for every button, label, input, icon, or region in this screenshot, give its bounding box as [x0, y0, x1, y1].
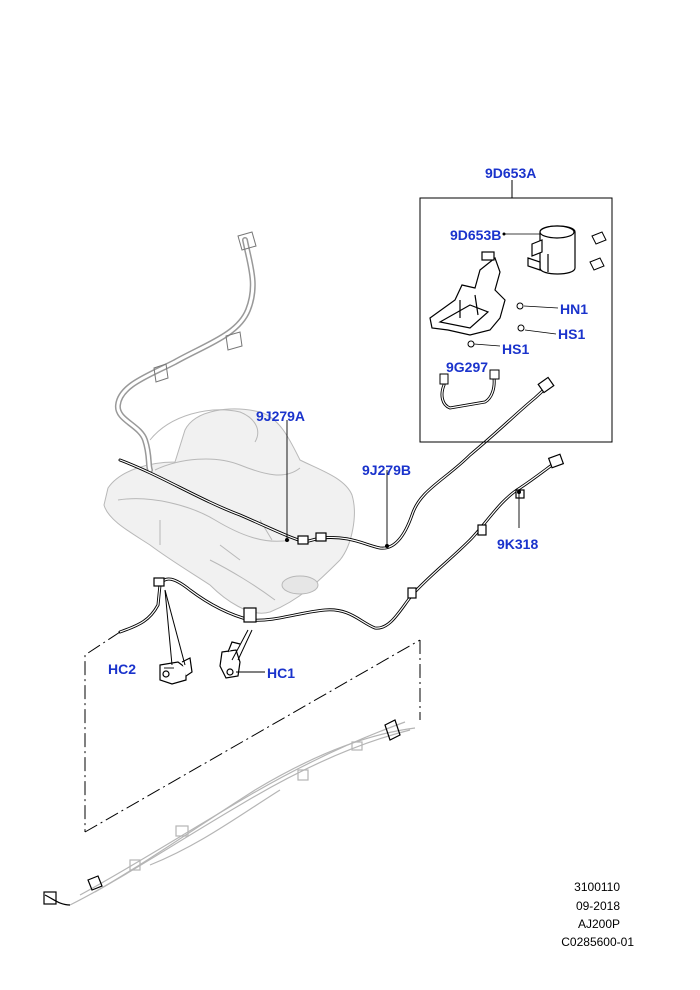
- leader-lines: [164, 420, 520, 673]
- callout-hs1-right: HS1: [558, 326, 586, 342]
- canister-detail-box: [419, 180, 613, 443]
- footer-line-1: 3100110: [574, 880, 620, 894]
- dash-dot-frame: [84, 631, 421, 833]
- carbon-canister: [527, 225, 576, 275]
- callout-9g297: 9G297: [446, 359, 489, 375]
- callout-hc2: HC2: [108, 661, 137, 677]
- tube-9g297: [440, 376, 496, 410]
- callout-9j279a: 9J279A: [256, 408, 306, 424]
- clip-hc1: [219, 641, 241, 679]
- bolts: [467, 231, 607, 348]
- callout-hs1-left: HS1: [502, 341, 530, 357]
- callout-hn1: HN1: [560, 301, 589, 317]
- clip-hc2: [159, 657, 193, 685]
- callout-9j279b: 9J279B: [362, 462, 412, 478]
- lower-routing-ghost: [69, 721, 416, 906]
- canister-bracket: [429, 251, 506, 336]
- callout-9d653a: 9D653A: [485, 165, 537, 181]
- callout-9d653b: 9D653B: [450, 227, 502, 243]
- callout-hc1: HC1: [267, 665, 296, 681]
- footer-line-3: AJ200P: [577, 917, 620, 931]
- footer-line-2: 09-2018: [575, 899, 620, 913]
- callout-9k318: 9K318: [497, 536, 539, 552]
- footer-line-4: C0285600-01: [561, 935, 634, 949]
